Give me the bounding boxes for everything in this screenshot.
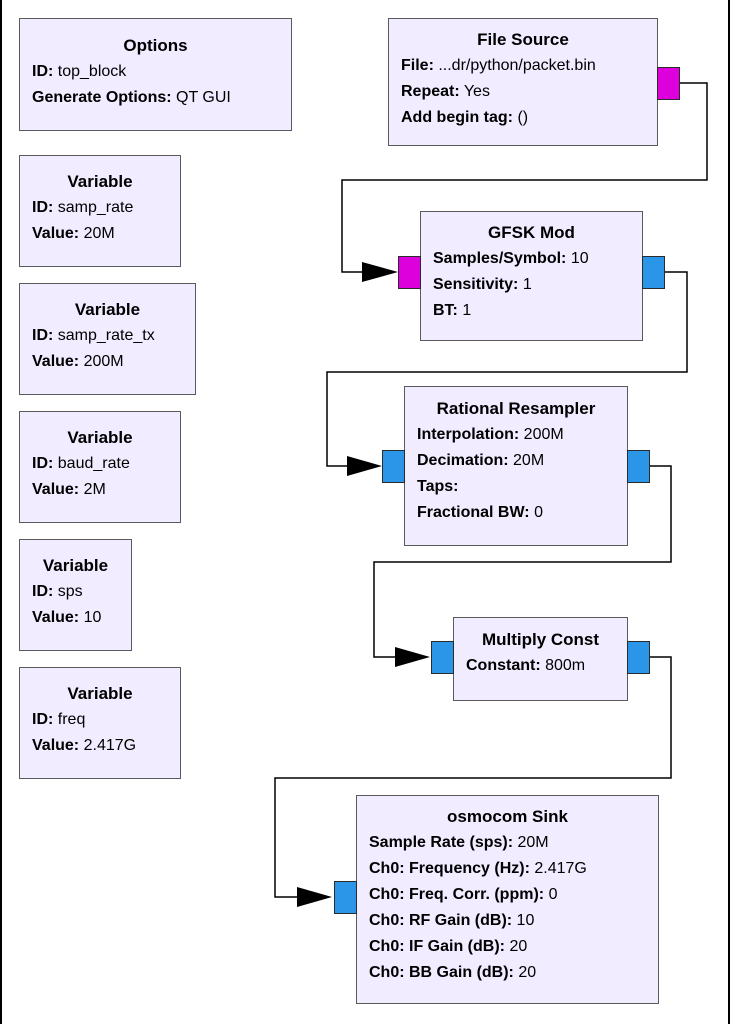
osmocom-sink-block[interactable]: osmocom Sink Sample Rate (sps): 20M Ch0:… (356, 795, 659, 1004)
param-fractional-bw: Fractional BW: 0 (417, 504, 543, 521)
block-title: Variable (67, 428, 133, 447)
rational-resampler-output-port[interactable] (627, 450, 650, 483)
param-ch0-bb-gain: Ch0: BB Gain (dB): 20 (369, 964, 537, 981)
multiply-const-input-port[interactable] (431, 641, 454, 674)
param-constant: Constant: 800m (466, 657, 586, 674)
block-title: Variable (42, 556, 109, 575)
gfsk-mod-output-port[interactable] (642, 256, 665, 289)
param-id: ID: freq (32, 711, 86, 728)
rational-resampler-input-port[interactable] (382, 450, 405, 483)
param-sample-rate: Sample Rate (sps): 20M (369, 834, 549, 851)
block-title: Variable (67, 684, 133, 703)
param-value: Value: 200M (32, 353, 124, 370)
param-id: ID: baud_rate (32, 455, 130, 472)
block-title: Rational Resampler (436, 399, 596, 418)
block-title: Variable (67, 172, 133, 191)
param-ch0-rf-gain: Ch0: RF Gain (dB): 10 (369, 912, 535, 929)
param-id: ID: samp_rate (32, 199, 134, 216)
variable-block-samp-rate[interactable]: Variable ID: samp_rate Value: 20M (19, 155, 181, 267)
param-value: Value: 2.417G (32, 737, 137, 754)
param-value: Value: 2M (32, 481, 106, 498)
multiply-const-block[interactable]: Multiply Const Constant: 800m (453, 617, 628, 701)
param-ch0-frequency: Ch0: Frequency (Hz): 2.417G (369, 860, 587, 877)
param-add-begin-tag: Add begin tag: () (401, 109, 529, 126)
gfsk-mod-input-port[interactable] (398, 256, 421, 289)
block-title: Variable (74, 300, 141, 319)
wire-file-source-to-gfsk-mod[interactable] (341, 82, 708, 282)
param-id: ID: samp_rate_tx (32, 327, 155, 344)
param-ch0-freq-corr: Ch0: Freq. Corr. (ppm): 0 (369, 886, 558, 903)
gfsk-mod-block[interactable]: GFSK Mod Samples/Symbol: 10 Sensitivity:… (420, 211, 643, 341)
wire-gfsk-mod-to-rational-resampler[interactable] (326, 271, 688, 476)
variable-block-sps[interactable]: Variable ID: sps Value: 10 (19, 539, 132, 651)
param-decimation: Decimation: 20M (417, 452, 545, 469)
block-title: File Source (477, 30, 569, 49)
rational-resampler-block[interactable]: Rational Resampler Interpolation: 200M D… (404, 386, 628, 546)
block-title: osmocom Sink (447, 807, 568, 826)
options-block[interactable]: Options ID: top_block Generate Options: … (19, 18, 292, 131)
variable-block-samp-rate-tx[interactable]: Variable ID: samp_rate_tx Value: 200M (19, 283, 196, 395)
variable-block-freq[interactable]: Variable ID: freq Value: 2.417G (19, 667, 181, 779)
file-source-block[interactable]: File Source File: ...dr/python/packet.bi… (388, 18, 658, 146)
param-generate-options: Generate Options: QT GUI (32, 89, 231, 106)
block-title: GFSK Mod (488, 223, 575, 242)
param-value: Value: 10 (32, 609, 102, 626)
param-ch0-if-gain: Ch0: IF Gain (dB): 20 (369, 938, 528, 955)
param-id: ID: sps (32, 583, 83, 600)
param-sensitivity: Sensitivity: 1 (433, 276, 532, 293)
block-title: Multiply Const (481, 630, 600, 649)
variable-block-baud-rate[interactable]: Variable ID: baud_rate Value: 2M (19, 411, 181, 523)
block-title: Options (123, 36, 188, 55)
multiply-const-output-port[interactable] (627, 641, 650, 674)
param-file: File: ...dr/python/packet.bin (401, 57, 596, 74)
wire-multiply-const-to-osmocom-sink[interactable] (274, 656, 672, 907)
param-samples-per-symbol: Samples/Symbol: 10 (433, 250, 589, 267)
param-value: Value: 20M (32, 225, 115, 242)
param-bt: BT: 1 (433, 302, 472, 319)
param-id: ID: top_block (32, 63, 127, 80)
param-taps: Taps: (417, 478, 459, 495)
param-repeat: Repeat: Yes (401, 83, 490, 100)
wire-rational-resampler-to-multiply-const[interactable] (373, 465, 672, 667)
osmocom-sink-input-port[interactable] (334, 881, 357, 914)
file-source-output-port[interactable] (657, 67, 680, 100)
param-interpolation: Interpolation: 200M (417, 426, 564, 443)
